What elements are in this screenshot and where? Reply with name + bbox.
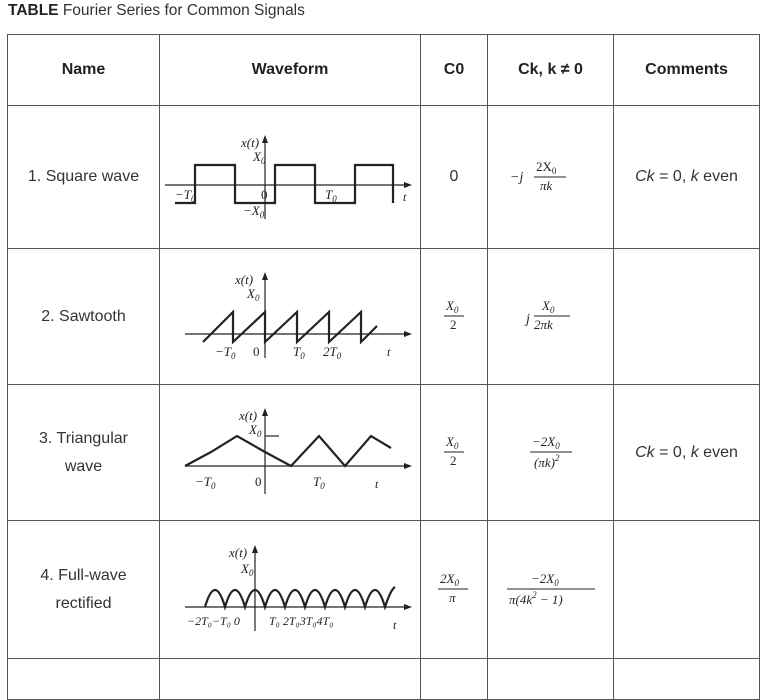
svg-text:X0: X0 bbox=[248, 422, 262, 439]
svg-text:X0: X0 bbox=[252, 149, 266, 166]
table-row: 1. Square wave x(t) X0 −T0 0 T0 −X0 t 0 bbox=[7, 105, 760, 249]
svg-text:π: π bbox=[449, 590, 456, 605]
svg-text:−2X0: −2X0 bbox=[532, 434, 560, 451]
ck-value: −j 2X0 πk bbox=[487, 105, 614, 249]
svg-text:T0: T0 bbox=[325, 187, 337, 204]
row-name: 2. Sawtooth bbox=[7, 248, 160, 385]
svg-text:0: 0 bbox=[253, 344, 260, 359]
square-wave-plot: x(t) X0 −T0 0 T0 −X0 t bbox=[165, 134, 412, 220]
ck-value: j X0 2πk bbox=[487, 248, 614, 385]
svg-text:X0: X0 bbox=[240, 561, 254, 578]
table-caption: TABLE Fourier Series for Common Signals bbox=[8, 2, 305, 20]
waveform-cell: x(t) X0 −T0 0 T0 2T0 t bbox=[159, 248, 421, 385]
c0-formula: X0 2 bbox=[444, 298, 464, 332]
svg-text:T0: T0 bbox=[313, 474, 325, 491]
svg-text:2X0: 2X0 bbox=[440, 571, 459, 588]
waveform-cell: x(t) X0 −T0 0 T0 t bbox=[159, 384, 421, 521]
comments-cell bbox=[613, 520, 760, 659]
ck-formula: −j 2X0 πk bbox=[510, 159, 566, 193]
waveform-cell: x(t) X0 −2T₀−T₀ 0 T₀ 2T₀3T₀4T₀ t bbox=[159, 520, 421, 659]
ck-value: −2X0 π(4k2 − 1) bbox=[487, 520, 614, 659]
svg-text:0: 0 bbox=[255, 474, 262, 489]
svg-text:t: t bbox=[387, 345, 391, 359]
caption-bold: TABLE bbox=[8, 2, 59, 19]
svg-text:X0: X0 bbox=[445, 434, 459, 451]
svg-text:πk: πk bbox=[540, 178, 553, 193]
header-ck: Ck, k ≠ 0 bbox=[487, 34, 614, 106]
svg-text:2T0: 2T0 bbox=[323, 344, 342, 361]
sawtooth-plot: x(t) X0 −T0 0 T0 2T0 t bbox=[185, 272, 412, 361]
svg-text:(πk)2: (πk)2 bbox=[534, 453, 560, 470]
waveform-cell: x(t) X0 −T0 0 T0 −X0 t bbox=[159, 105, 421, 249]
ck-formula: −2X0 π(4k2 − 1) bbox=[506, 571, 595, 607]
wave-label: x(t) bbox=[240, 135, 259, 150]
table-row bbox=[7, 658, 760, 700]
svg-text:2X0: 2X0 bbox=[536, 159, 557, 176]
svg-text:T₀ 2T₀3T₀4T₀: T₀ 2T₀3T₀4T₀ bbox=[269, 614, 333, 628]
full-wave-rectified-plot: x(t) X0 −2T₀−T₀ 0 T₀ 2T₀3T₀4T₀ t bbox=[185, 545, 412, 632]
svg-text:−j: −j bbox=[510, 170, 523, 185]
svg-text:x(t): x(t) bbox=[238, 408, 257, 423]
svg-text:−2T₀−T₀ 0: −2T₀−T₀ 0 bbox=[187, 614, 240, 628]
svg-text:X0: X0 bbox=[445, 298, 459, 315]
svg-text:t: t bbox=[393, 618, 397, 632]
svg-text:x(t): x(t) bbox=[228, 545, 247, 560]
header-comments: Comments bbox=[613, 34, 760, 106]
svg-text:t: t bbox=[403, 190, 407, 204]
svg-text:π(4k2 − 1): π(4k2 − 1) bbox=[509, 590, 563, 607]
svg-text:X0: X0 bbox=[246, 286, 260, 303]
svg-text:−2X0: −2X0 bbox=[531, 571, 559, 588]
header-c0: C0 bbox=[420, 34, 488, 106]
header-waveform: Waveform bbox=[159, 34, 421, 106]
svg-text:2πk: 2πk bbox=[534, 317, 553, 332]
svg-text:t: t bbox=[375, 477, 379, 491]
svg-text:T0: T0 bbox=[293, 344, 305, 361]
c0-formula: X0 2 bbox=[444, 434, 464, 468]
header-name: Name bbox=[7, 34, 160, 106]
svg-text:−T0: −T0 bbox=[215, 344, 236, 361]
ck-formula: −2X0 (πk)2 bbox=[529, 434, 572, 470]
svg-text:X0: X0 bbox=[541, 298, 555, 315]
c0-formula: 2X0 π bbox=[438, 571, 468, 605]
svg-text:2: 2 bbox=[450, 453, 457, 468]
svg-text:j: j bbox=[524, 312, 530, 327]
c0-value: 0 bbox=[420, 105, 488, 249]
svg-text:x(t): x(t) bbox=[234, 272, 253, 287]
comments-cell: Ck = 0, k even bbox=[613, 384, 760, 521]
c0-value: X0 2 bbox=[420, 384, 488, 521]
svg-text:2: 2 bbox=[450, 317, 457, 332]
header-row: Name Waveform C0 Ck, k ≠ 0 Comments bbox=[7, 34, 760, 106]
fourier-table: Name Waveform C0 Ck, k ≠ 0 Comments 1. S… bbox=[7, 34, 760, 700]
comments-cell bbox=[613, 248, 760, 385]
ck-value: −2X0 (πk)2 bbox=[487, 384, 614, 521]
svg-text:0: 0 bbox=[261, 187, 268, 202]
c0-value: X0 2 bbox=[420, 248, 488, 385]
c0-value: 2X0 π bbox=[420, 520, 488, 659]
table-row: 2. Sawtooth x(t) X0 −T0 0 T0 2T0 t bbox=[7, 248, 760, 385]
ck-formula: j X0 2πk bbox=[524, 298, 570, 332]
triangular-plot: x(t) X0 −T0 0 T0 t bbox=[184, 408, 412, 494]
caption-text: Fourier Series for Common Signals bbox=[58, 2, 305, 19]
svg-text:−T0: −T0 bbox=[195, 474, 216, 491]
svg-text:−T0: −T0 bbox=[175, 187, 196, 204]
comments-cell: Ck = 0, k even bbox=[613, 105, 760, 249]
svg-text:−X0: −X0 bbox=[243, 203, 265, 220]
row-name: 1. Square wave bbox=[7, 105, 160, 249]
